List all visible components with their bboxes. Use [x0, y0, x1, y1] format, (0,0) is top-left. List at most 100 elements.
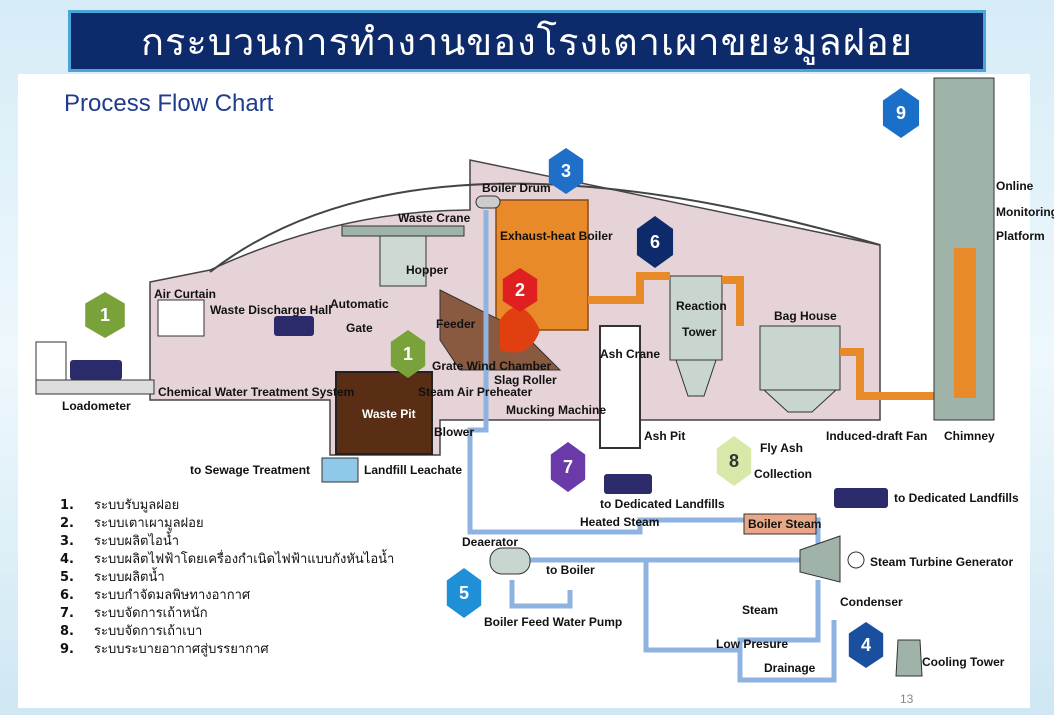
label-boiler-drum: Boiler Drum: [482, 181, 551, 195]
label-slag-roller: Slag Roller: [494, 373, 557, 387]
legend-text: ระบบผลิตไฟฟ้าโดยเครื่องกำเนิดไฟฟ้าแบบกัง…: [94, 552, 395, 567]
label-waste-crane: Waste Crane: [398, 211, 471, 225]
label-to-sewage: to Sewage Treatment: [190, 463, 310, 477]
page-title: กระบวนการทำงานของโรงเตาเผาขยะมูลฝอย: [141, 19, 913, 64]
building-dome: [209, 182, 881, 273]
marker-number: 9: [895, 102, 906, 123]
marker-8-fly-ash: 8: [716, 436, 752, 486]
marker-number: 6: [649, 231, 660, 252]
legend-item: 9. ระบบระบายอากาศสู่บรรยากาศ: [60, 641, 420, 659]
legend-number: 9.: [60, 642, 74, 657]
label-to-dedicated-landfills-flyash: to Dedicated Landfills: [894, 491, 1019, 505]
reaction-tower: [669, 275, 723, 361]
legend-number: 3.: [60, 534, 74, 549]
label-loadometer: Loadometer: [62, 399, 131, 413]
page-number: 13: [900, 692, 914, 706]
label-to-boiler: to Boiler: [546, 563, 595, 577]
legend-text: ระบบผลิตน้ำ: [94, 570, 165, 585]
label-grate-wind-chamber: Grate Wind Chamber: [432, 359, 552, 373]
label-gate: Gate: [346, 321, 373, 335]
label-feeder: Feeder: [436, 317, 476, 331]
legend-number: 4.: [60, 552, 74, 567]
label-deaerator: Deaerator: [462, 535, 518, 549]
legend-text: ระบบเตาเผามูลฝอย: [94, 516, 204, 531]
label-online: Online: [996, 179, 1034, 193]
air-curtain-box: [157, 299, 205, 337]
marker-number: 4: [860, 634, 871, 655]
chimney-flue: [954, 248, 976, 398]
condensate-line: [643, 560, 837, 683]
legend-item: 3.ระบบผลิตไอน้ำ: [60, 533, 420, 551]
label-heated-steam: Heated Steam: [580, 515, 659, 529]
legend-item: 2.ระบบเตาเผามูลฝอย: [60, 515, 420, 533]
legend-item: 7. ระบบจัดการเถ้าหนัก: [60, 605, 420, 623]
truck-icon-flyash: [834, 488, 888, 508]
label-boiler-feed-water-pump: Boiler Feed Water Pump: [484, 615, 622, 629]
boiler-drum: [475, 195, 501, 209]
label-ash-crane: Ash Crane: [600, 347, 660, 361]
legend-item: 8.ระบบจัดการเถ้าเบา: [60, 623, 420, 641]
label-collection: Collection: [754, 467, 812, 481]
label-mucking-machine: Mucking Machine: [506, 403, 606, 417]
cooling-tower: [895, 639, 923, 677]
label-waste-pit: Waste Pit: [362, 407, 416, 421]
label-air-curtain: Air Curtain: [154, 287, 216, 301]
label-bag-house: Bag House: [774, 309, 837, 323]
label-exhaust-heat-boiler: Exhaust-heat Boiler: [500, 229, 613, 243]
legend-item: 4. ระบบผลิตไฟฟ้าโดยเครื่องกำเนิดไฟฟ้าแบบก…: [60, 551, 420, 569]
marker-7-bottom-ash: 7: [550, 442, 586, 492]
label-tower: Tower: [682, 325, 717, 339]
flame-zone: [500, 307, 540, 353]
label-platform: Platform: [996, 229, 1045, 243]
bag-house: [759, 325, 841, 391]
legend-number: 8.: [60, 624, 74, 639]
label-landfill-leachate: Landfill Leachate: [364, 463, 462, 477]
marker-number: 3: [560, 160, 571, 181]
label-hopper: Hopper: [406, 263, 448, 277]
legend-number: 7.: [60, 606, 74, 621]
label-monitoring: Monitoring: [996, 205, 1054, 219]
marker-number: 1: [402, 343, 413, 364]
truck-icon-1: [70, 360, 122, 380]
marker-4-power: 4: [848, 622, 884, 668]
marker-number: 8: [728, 450, 739, 471]
legend-item: 5. ระบบผลิตน้ำ: [60, 569, 420, 587]
label-induced-draft-fan: Induced-draft Fan: [826, 429, 927, 443]
legend-number: 6.: [60, 588, 74, 603]
label-chimney: Chimney: [944, 429, 995, 443]
marker-2-incinerator: 2: [502, 268, 538, 312]
feedwater-line: [509, 557, 800, 609]
label-boiler-steam: Boiler Steam: [748, 517, 821, 531]
bag-house-cone: [762, 389, 838, 413]
label-steam: Steam: [742, 603, 778, 617]
marker-number: 7: [562, 456, 573, 477]
label-cooling-tower: Cooling Tower: [922, 655, 1005, 669]
loadometer-booth: [35, 341, 67, 383]
ash-crane-tower: [599, 325, 641, 449]
marker-number: 2: [514, 279, 525, 300]
legend-number: 5.: [60, 570, 74, 585]
waste-crane-body: [379, 235, 427, 287]
legend-text: ระบบกำจัดมลพิษทางอากาศ: [94, 588, 251, 603]
label-steam-air-preheater: Steam Air Preheater: [418, 385, 533, 399]
leachate-tank: [321, 457, 359, 483]
marker-number: 1: [99, 304, 110, 325]
title-banner: กระบวนการทำงานของโรงเตาเผาขยะมูลฝอย: [68, 10, 986, 72]
deaerator: [489, 547, 531, 575]
truck-icon-ash: [604, 474, 652, 494]
label-ash-pit: Ash Pit: [644, 429, 685, 443]
reaction-tower-cone: [675, 359, 717, 397]
boiler-steam-box: [743, 513, 817, 535]
legend-text: ระบบจัดการเถ้าหนัก: [94, 606, 208, 621]
waste-crane-rail: [341, 225, 465, 237]
marker-9-exhaust: 9: [882, 88, 920, 138]
label-waste-discharge-hall: Waste Discharge Hall: [210, 303, 332, 317]
label-automatic: Automatic: [330, 297, 389, 311]
loadometer-platform: [35, 379, 155, 395]
discharge-truck: [274, 316, 314, 336]
marker-3-boiler: 3: [548, 148, 584, 194]
legend-text: ระบบระบายอากาศสู่บรรยากาศ: [94, 642, 269, 657]
marker-6-pollution-control: 6: [636, 216, 674, 268]
label-blower: Blower: [434, 425, 474, 439]
label-drainage: Drainage: [764, 661, 816, 675]
